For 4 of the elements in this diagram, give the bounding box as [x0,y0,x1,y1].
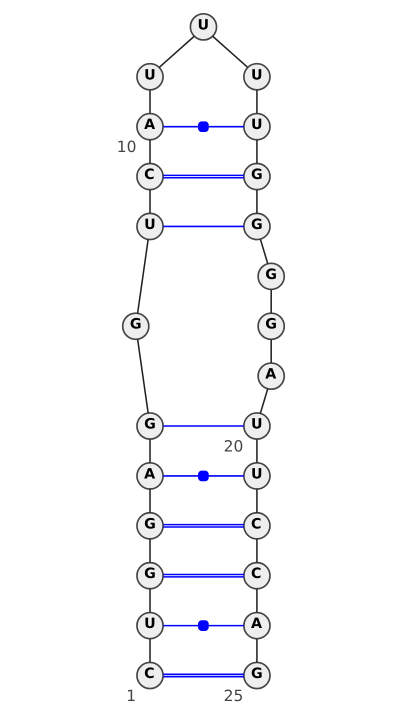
node-label: 10 [116,138,136,156]
node-label: 1 [126,686,136,705]
node-label: 20 [223,437,243,456]
node-label: 25 [223,686,243,705]
